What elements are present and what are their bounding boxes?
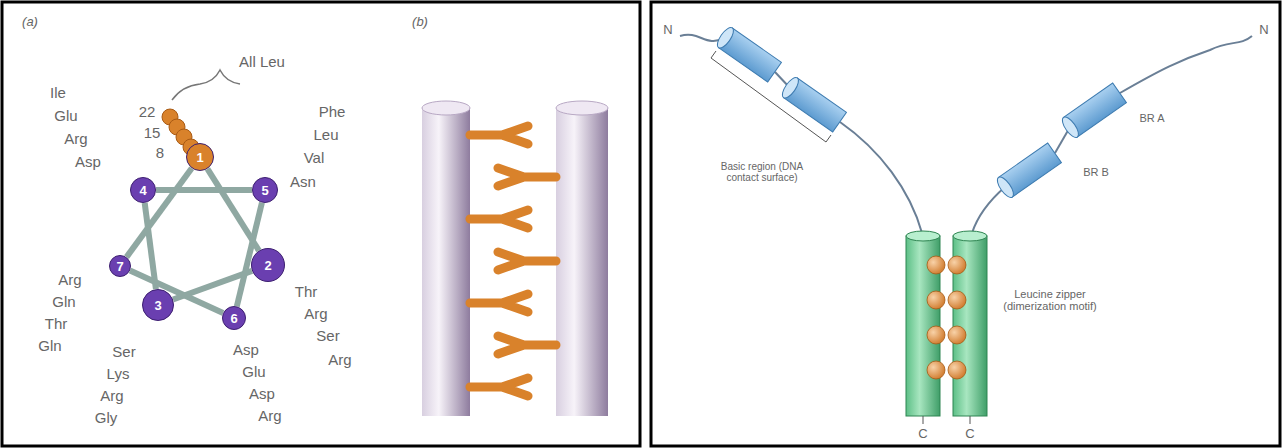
residue-label: Arg bbox=[328, 352, 351, 369]
wheel-link bbox=[156, 187, 252, 193]
side-chain bbox=[470, 210, 528, 228]
position-number: 7 bbox=[116, 260, 123, 273]
residue-label: Arg bbox=[100, 388, 123, 405]
helix-cylinder bbox=[714, 25, 781, 82]
position-number: 5 bbox=[261, 184, 268, 197]
part-label: C bbox=[965, 427, 974, 441]
position-number: 2 bbox=[264, 259, 271, 272]
basic-region-helix bbox=[714, 25, 1126, 200]
residue-label: Arg bbox=[258, 408, 281, 425]
wheel-link bbox=[127, 168, 192, 257]
residue-circle: 7 bbox=[109, 255, 131, 277]
residue-label: Gly bbox=[95, 410, 118, 427]
part-label: Basic region (DNA contact surface) bbox=[717, 161, 807, 183]
leucine-ball bbox=[948, 361, 966, 379]
leucine-ball bbox=[927, 291, 945, 309]
residue-circle: 5 bbox=[252, 177, 278, 203]
residue-circle: 1 bbox=[186, 143, 214, 171]
residue-label: Asp bbox=[233, 342, 259, 359]
position-number: 6 bbox=[230, 312, 237, 325]
panel-letter: (a) bbox=[22, 15, 38, 29]
residue-label: 22 bbox=[139, 104, 156, 121]
part-label: C bbox=[918, 427, 927, 441]
helix-cylinder bbox=[422, 101, 470, 416]
residue-label: Glu bbox=[54, 108, 77, 125]
helix-cylinder bbox=[994, 143, 1061, 200]
residue-label: Thr bbox=[45, 316, 68, 333]
part-label: BR B bbox=[1083, 166, 1109, 178]
residue-label: Arg bbox=[64, 131, 87, 148]
position-number: 3 bbox=[154, 299, 161, 312]
helix-cylinder bbox=[779, 75, 846, 132]
residue-label: 8 bbox=[156, 145, 164, 162]
leucine-ball bbox=[927, 326, 945, 344]
residue-circle: 2 bbox=[251, 248, 285, 282]
part-label: Leucine zipper (dimerization motif) bbox=[995, 288, 1105, 312]
residue-label: All Leu bbox=[239, 54, 285, 71]
panel-frame bbox=[2, 2, 640, 446]
panel-letter: (b) bbox=[412, 15, 428, 29]
side-chain bbox=[498, 252, 556, 270]
residue-label: Val bbox=[304, 150, 325, 167]
side-chain bbox=[470, 294, 528, 312]
residue-label: Arg bbox=[304, 306, 327, 323]
part-label: N bbox=[1259, 23, 1268, 37]
helix-cylinder bbox=[1059, 83, 1126, 140]
part-label: N bbox=[663, 23, 672, 37]
residue-label: Asn bbox=[290, 174, 316, 191]
brace bbox=[172, 70, 240, 100]
residue-label: Asp bbox=[75, 154, 101, 171]
residue-label: Thr bbox=[295, 284, 318, 301]
residue-label: Arg bbox=[58, 272, 81, 289]
helix-cylinder bbox=[556, 101, 608, 416]
side-chain bbox=[470, 126, 528, 144]
bracket bbox=[711, 51, 831, 142]
side-chain bbox=[470, 378, 528, 396]
residue-label: Lys bbox=[107, 366, 130, 383]
position-number: 1 bbox=[196, 151, 203, 164]
residue-label: Phe bbox=[319, 104, 346, 121]
residue-label: 15 bbox=[144, 125, 161, 142]
residue-label: Asp bbox=[249, 386, 275, 403]
residue-label: Gln bbox=[38, 338, 61, 355]
leucine-ball bbox=[948, 291, 966, 309]
leucine-ball bbox=[927, 256, 945, 274]
part-label: BR A bbox=[1139, 112, 1164, 124]
residue-label: Ser bbox=[316, 328, 339, 345]
panel-frame bbox=[651, 2, 1280, 446]
leucine-balls bbox=[927, 256, 966, 379]
residue-label: Ile bbox=[50, 85, 66, 102]
leucine-side-chains bbox=[470, 126, 556, 396]
leucine-ball bbox=[927, 361, 945, 379]
residue-label: Gln bbox=[52, 294, 75, 311]
residue-circle: 6 bbox=[222, 306, 246, 330]
residue-label: Ser bbox=[112, 344, 135, 361]
residue-circle: 4 bbox=[130, 177, 156, 203]
residue-label: Leu bbox=[313, 127, 338, 144]
side-chain bbox=[498, 168, 556, 186]
leucine-ball bbox=[948, 326, 966, 344]
residue-circle: 3 bbox=[142, 289, 174, 321]
side-chain bbox=[498, 336, 556, 354]
residue-label: Glu bbox=[242, 364, 265, 381]
position-number: 4 bbox=[139, 184, 146, 197]
leucine-ball bbox=[948, 256, 966, 274]
